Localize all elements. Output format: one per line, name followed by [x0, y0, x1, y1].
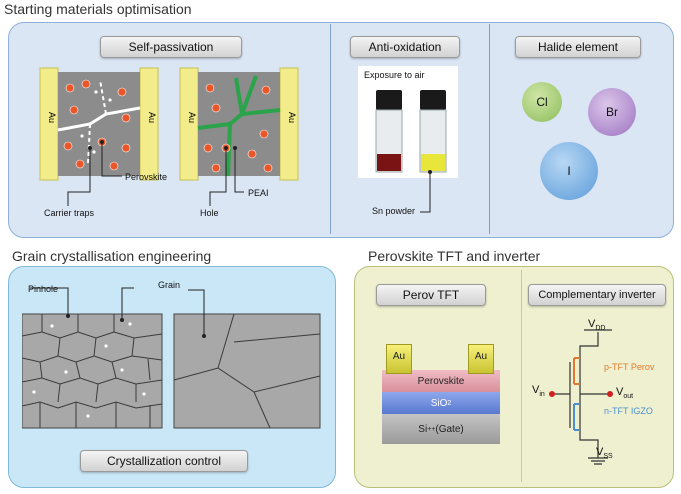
section-title-grain-crystallisation: Grain crystallisation engineering: [12, 248, 212, 264]
au-electrode: [39, 67, 59, 181]
self-passivation-label: Self-passivation: [100, 36, 242, 58]
small-grain-film: [22, 313, 163, 429]
vial-photo: Exposure to air: [358, 66, 458, 178]
drain-contact: Au: [468, 344, 494, 374]
bromine-ball: Br: [588, 88, 636, 136]
au-electrode: [139, 67, 159, 181]
stable-solution: [421, 154, 445, 171]
sn-powder-label: Sn powder: [372, 206, 416, 216]
grain-boundary: [57, 106, 141, 132]
vin-node: [549, 391, 555, 397]
gate-layer: Si++ (Gate): [382, 414, 500, 444]
anti-oxidation-label: Anti-oxidation: [350, 36, 460, 58]
au-label: Au: [287, 112, 297, 123]
grain-comparison-diagram: [22, 287, 321, 429]
au-label: Au: [187, 112, 197, 123]
au-electrode: [279, 67, 299, 181]
halide-element-label: Halide element: [515, 36, 641, 58]
iodine-ball: I: [540, 142, 598, 200]
vin-label: Vin: [532, 384, 545, 399]
vout-label: Vout: [616, 386, 634, 401]
chlorine-ball: Cl: [522, 82, 562, 122]
vial-cap: [376, 90, 402, 110]
p-tft-label: p-TFT Perov: [604, 362, 655, 372]
perovskite-layer: Perovskite: [382, 370, 500, 392]
au-label: Au: [147, 112, 157, 123]
panel-divider: [330, 24, 331, 234]
self-passivation-diagram: Au Au Au Au: [39, 67, 299, 206]
source-contact: Au: [386, 344, 412, 374]
hole-label: Hole: [200, 208, 219, 218]
perovskite-label: Perovskite: [125, 172, 168, 182]
peai-label: PEAI: [248, 188, 269, 198]
grain-label: Grain: [158, 280, 181, 290]
exposure-to-air-label: Exposure to air: [364, 70, 425, 80]
vial-cap: [420, 90, 446, 110]
section-title-starting-materials: Starting materials optimisation: [4, 1, 192, 17]
n-tft-symbol: [573, 403, 580, 431]
complementary-inverter-label: Complementary inverter: [528, 284, 666, 306]
carrier-traps-label: Carrier traps: [44, 208, 95, 218]
au-electrode: [179, 67, 199, 181]
pinhole-label: Pinhole: [28, 284, 59, 294]
panel-divider: [489, 24, 490, 234]
large-grain-film: [173, 313, 321, 429]
vout-node: [607, 391, 613, 397]
n-tft-label: n-TFT IGZO: [604, 406, 653, 416]
crystallization-control-label: Crystallization control: [80, 450, 248, 472]
panel-divider: [521, 270, 522, 482]
peai-passivation: [197, 75, 281, 177]
vdd-label: VDD: [588, 318, 606, 333]
inverter-schematic: [549, 329, 613, 465]
vss-label: VSS: [596, 446, 613, 461]
oxidised-solution: [377, 154, 401, 171]
p-tft-symbol: [573, 357, 580, 385]
perov-tft-label: Perov TFT: [376, 284, 486, 306]
au-label: Au: [47, 112, 57, 123]
section-title-perovskite-tft: Perovskite TFT and inverter: [368, 248, 541, 264]
